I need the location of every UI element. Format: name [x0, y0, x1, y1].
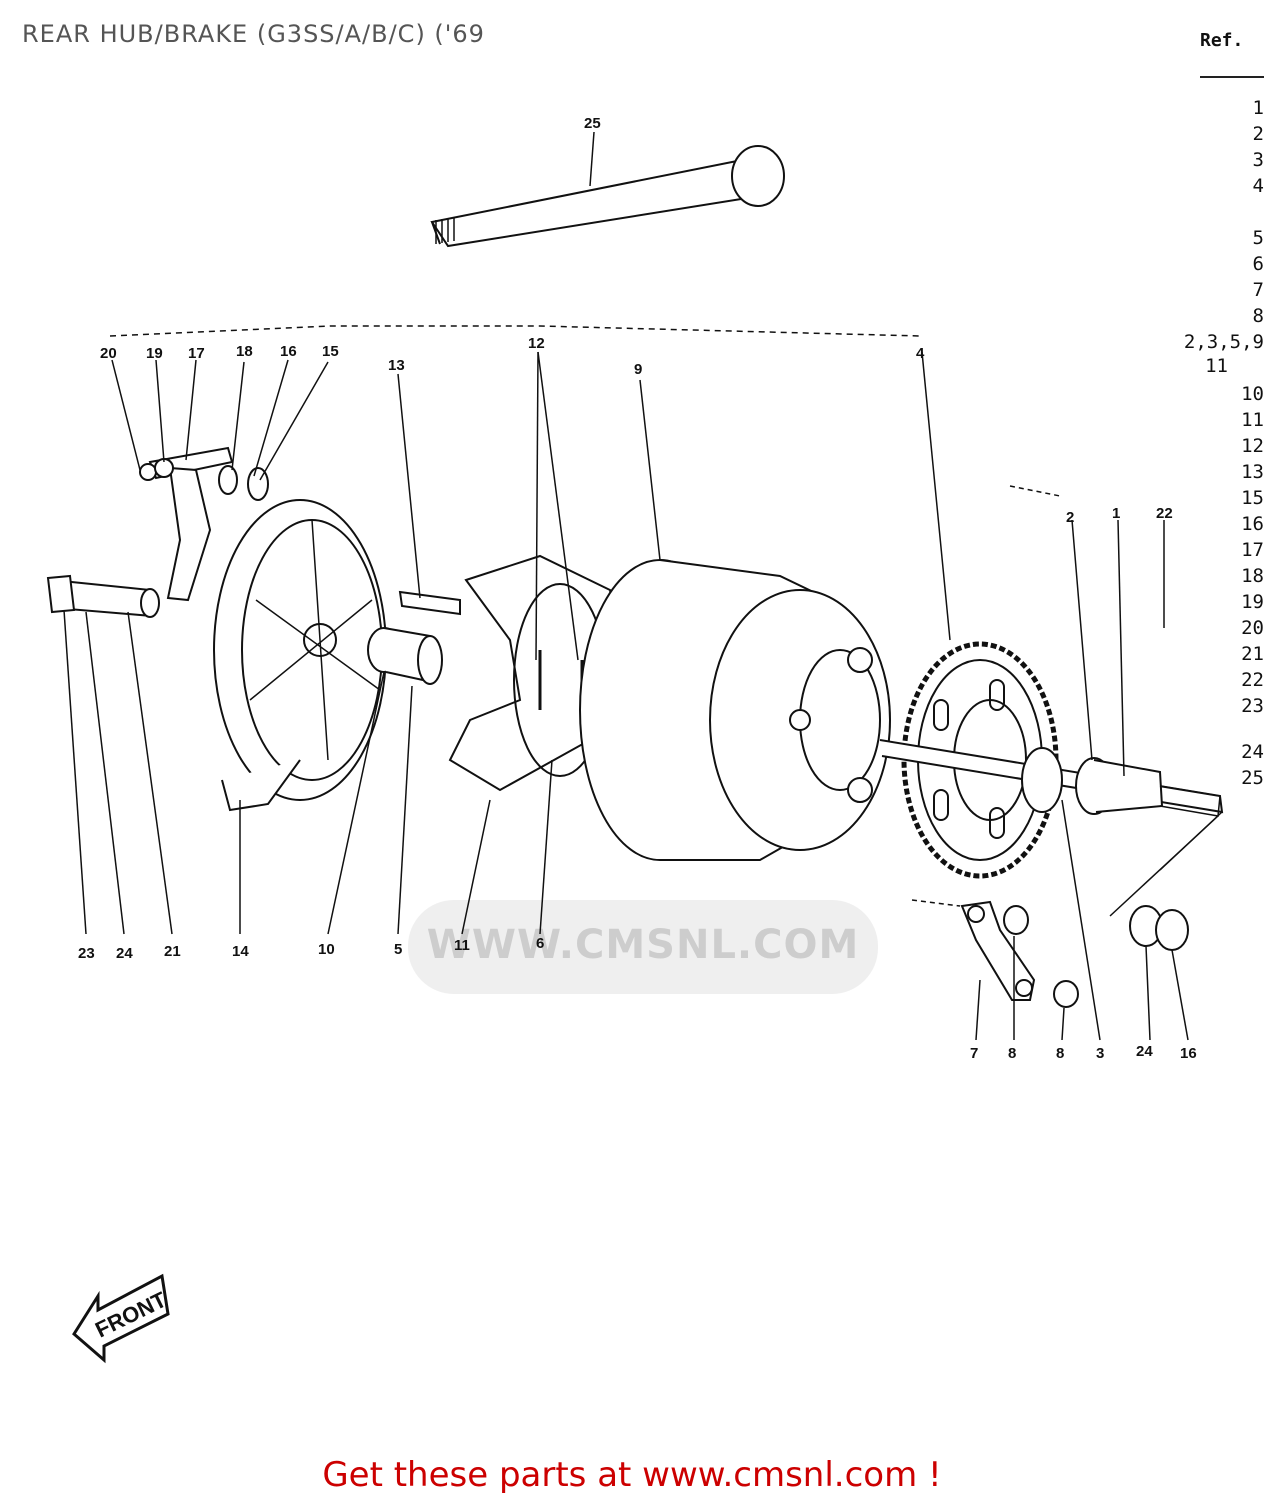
brake-shoe-part	[448, 554, 622, 792]
callout-label[interactable]: 11	[454, 937, 470, 954]
reference-item[interactable]: 22	[1241, 669, 1264, 691]
callout-label[interactable]: 15	[322, 343, 339, 360]
reference-header: Ref.	[1200, 30, 1244, 51]
brake-lever-part	[139, 446, 269, 602]
reference-item[interactable]: 8	[1252, 305, 1264, 327]
callout-label[interactable]: 19	[146, 345, 163, 362]
exploded-parts-diagram: 25 20 19 17 18 16 15 13 12 9 4 2 1 22 23…	[46, 115, 1224, 1364]
reference-item[interactable]: 25	[1241, 767, 1264, 789]
reference-divider	[1200, 76, 1264, 78]
reference-item[interactable]: 21	[1241, 643, 1264, 665]
callout-label[interactable]: 16	[1180, 1045, 1197, 1062]
cam-bushing-part	[46, 574, 160, 618]
reference-item[interactable]: 11	[1241, 409, 1264, 431]
callout-label[interactable]: 4	[916, 345, 925, 362]
watermark-text: WWW.CMSNL.COM	[426, 922, 860, 968]
reference-item[interactable]: 13	[1241, 461, 1264, 483]
page-title: REAR HUB/BRAKE (G3SS/A/B/C) ('69	[22, 20, 485, 48]
reference-item[interactable]: 5	[1252, 227, 1264, 249]
callout-label[interactable]: 7	[970, 1045, 978, 1062]
reference-item[interactable]: 16	[1241, 513, 1264, 535]
sprocket-shaft-part	[879, 739, 1224, 817]
lock-plate-part	[960, 900, 1079, 1008]
reference-item[interactable]: 12	[1241, 435, 1264, 457]
reference-item[interactable]: 3	[1252, 149, 1264, 171]
callout-label[interactable]: 6	[536, 935, 544, 952]
reference-item[interactable]: 15	[1241, 487, 1264, 509]
reference-item[interactable]: 24	[1241, 741, 1264, 763]
reference-item[interactable]: 19	[1241, 591, 1264, 613]
axle-part	[430, 145, 785, 248]
callout-label[interactable]: 24	[116, 945, 133, 962]
reference-item[interactable]: 4	[1252, 175, 1264, 197]
callout-label[interactable]: 18	[236, 343, 253, 360]
hub-part	[579, 559, 891, 861]
callout-label[interactable]: 1	[1112, 505, 1120, 522]
callout-label[interactable]: 2	[1066, 509, 1074, 526]
watermark-badge: WWW.CMSNL.COM	[408, 900, 878, 994]
callout-label[interactable]: 25	[584, 115, 601, 132]
reference-item[interactable]: 2,3,5,9	[1183, 331, 1264, 353]
callout-label[interactable]: 14	[232, 943, 249, 960]
reference-item[interactable]: 11	[1205, 355, 1228, 377]
callout-label[interactable]: 13	[388, 357, 405, 374]
reference-item[interactable]: 20	[1241, 617, 1264, 639]
reference-item[interactable]: 7	[1252, 279, 1264, 301]
cta-link[interactable]: Get these parts at www.cmsnl.com !	[322, 1455, 942, 1495]
callout-label[interactable]: 16	[280, 343, 297, 360]
reference-item[interactable]: 2	[1252, 123, 1264, 145]
axle-nut-part	[1129, 905, 1189, 951]
callout-label[interactable]: 12	[528, 335, 545, 352]
callout-label[interactable]: 10	[318, 941, 335, 958]
callout-label[interactable]: 23	[78, 945, 95, 962]
brake-panel-part	[213, 499, 387, 812]
reference-item[interactable]: 1	[1252, 97, 1264, 119]
reference-item[interactable]: 17	[1241, 539, 1264, 561]
callout-label[interactable]: 8	[1056, 1045, 1064, 1062]
callout-label[interactable]: 9	[634, 361, 642, 378]
callout-label[interactable]: 24	[1136, 1043, 1153, 1060]
callout-label[interactable]: 22	[1156, 505, 1173, 522]
reference-item[interactable]: 23	[1241, 695, 1264, 717]
reference-item[interactable]: 18	[1241, 565, 1264, 587]
bearing-part	[367, 590, 461, 685]
callout-label[interactable]: 17	[188, 345, 205, 362]
callout-label[interactable]: 20	[100, 345, 117, 362]
callout-label[interactable]: 21	[164, 943, 181, 960]
front-arrow-icon: FRONT	[72, 1273, 171, 1364]
callout-label[interactable]: 8	[1008, 1045, 1016, 1062]
reference-item[interactable]: 10	[1241, 383, 1264, 405]
callout-label[interactable]: 5	[394, 941, 402, 958]
callout-label[interactable]: 3	[1096, 1045, 1104, 1062]
reference-item[interactable]: 6	[1252, 253, 1264, 275]
